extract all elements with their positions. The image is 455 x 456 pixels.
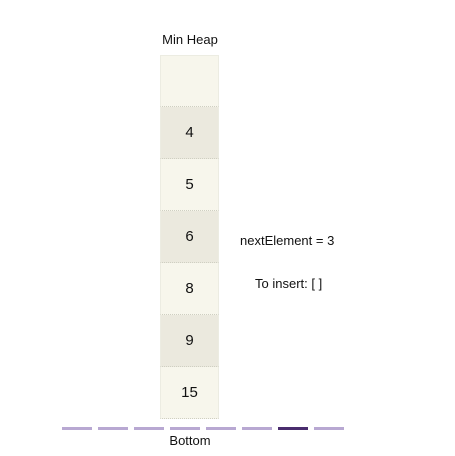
- heap-cell: 6: [160, 211, 219, 263]
- to-insert-label: To insert: [ ]: [255, 276, 323, 291]
- progress-step[interactable]: [314, 427, 344, 430]
- heap-title: Min Heap: [162, 32, 218, 47]
- heap-cell: 4: [160, 107, 219, 159]
- progress-step[interactable]: [242, 427, 272, 430]
- next-element-label: nextElement = 3: [240, 233, 335, 248]
- bottom-label: Bottom: [169, 433, 211, 448]
- progress-step[interactable]: [62, 427, 92, 430]
- heap-cell: 15: [160, 367, 219, 419]
- heap-cell: 5: [160, 159, 219, 211]
- heap-cell-empty: [160, 55, 219, 107]
- heap-stack: 4 5 6 8 9 15: [160, 55, 219, 419]
- progress-step-active[interactable]: [278, 427, 308, 430]
- heap-cell: 9: [160, 315, 219, 367]
- progress-step[interactable]: [206, 427, 236, 430]
- progress-step[interactable]: [98, 427, 128, 430]
- progress-step[interactable]: [170, 427, 200, 430]
- heap-cell: 8: [160, 263, 219, 315]
- step-progress-indicator: [62, 427, 350, 430]
- progress-step[interactable]: [134, 427, 164, 430]
